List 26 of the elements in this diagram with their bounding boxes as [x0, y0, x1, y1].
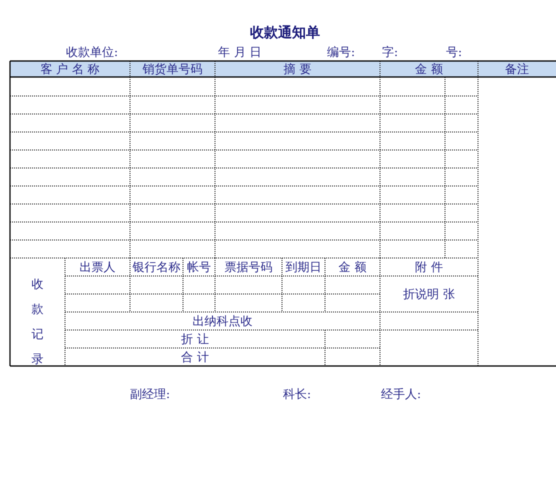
row-label: 合 计	[180, 350, 210, 364]
field-label: 收款单位:	[66, 45, 118, 59]
column-header: 出票人	[78, 260, 116, 274]
row-label: 出纳科点收	[192, 314, 254, 328]
date-label: 年 月 日	[218, 45, 262, 59]
column-header: 备注	[504, 62, 530, 76]
row-header: 收款记录	[32, 276, 44, 368]
signature-label: 副经理:	[130, 387, 170, 401]
column-header: 附 件	[414, 260, 444, 274]
attachment-note: 折说明 张	[402, 287, 456, 301]
field-label: 号:	[446, 45, 462, 59]
form-title: 收款通知单	[249, 24, 321, 42]
column-header: 票据号码	[224, 260, 274, 274]
column-header: 银行名称	[132, 260, 182, 274]
field-label: 编号:	[327, 45, 356, 59]
signature-label: 科长:	[283, 387, 312, 401]
column-header: 金 额	[414, 62, 444, 76]
column-header: 客 户 名 称	[39, 62, 101, 76]
column-header: 帐号	[186, 260, 212, 274]
column-header: 摘 要	[282, 62, 312, 76]
column-header: 金 额	[338, 260, 368, 274]
column-header: 销货单号码	[142, 62, 204, 76]
field-label: 字:	[382, 45, 398, 59]
signature-label: 经手人:	[381, 387, 422, 401]
row-label: 折 让	[180, 332, 210, 346]
column-header: 到期日	[284, 260, 322, 274]
